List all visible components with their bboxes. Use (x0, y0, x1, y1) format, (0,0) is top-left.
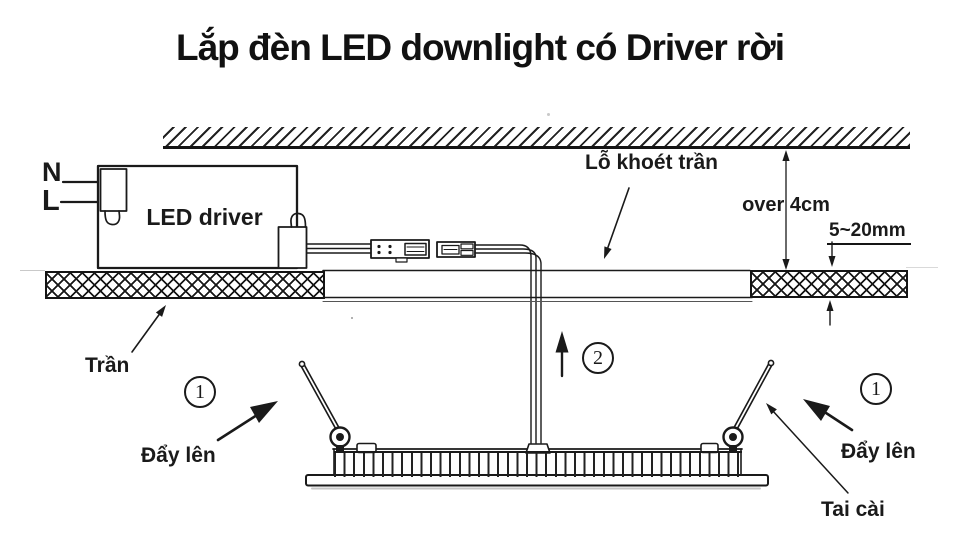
step-number: 1 (871, 377, 881, 400)
step-badge-1-left: 1 (184, 376, 216, 408)
driver-cable (307, 244, 371, 253)
step-number: 1 (195, 380, 205, 403)
ceiling-board-left (45, 271, 325, 299)
thickness-dimension-arrows (826, 242, 836, 325)
ceiling-hole-label: Lỗ khoét trần (585, 151, 719, 174)
downlight-fixture (333, 444, 742, 476)
heatsink-fins (334, 451, 742, 477)
step-number: 2 (593, 346, 603, 369)
spring-clip-pointer-arrow (766, 403, 848, 493)
page-title: Lắp đèn LED downlight có Driver rời (175, 27, 785, 68)
scan-artifact (20, 270, 45, 271)
push-up-label-right: Đẩy lên (841, 440, 916, 463)
connector-male (371, 240, 429, 262)
scan-artifact (547, 113, 550, 116)
push-up-label-left: Đẩy lên (141, 444, 216, 467)
wire-label-live: L (42, 185, 60, 217)
trim-flange (306, 475, 768, 489)
clearance-label: over 4cm (742, 194, 830, 216)
structure-slab-hatch (163, 127, 910, 149)
ceiling-label: Trần (85, 354, 130, 377)
ceiling-hole-lines (323, 271, 752, 302)
led-driver-label: LED driver (146, 203, 263, 230)
thickness-label: 5~20mm (827, 220, 911, 245)
ceiling-pointer-arrow (132, 305, 166, 352)
ceiling-board-right (750, 270, 908, 298)
connector-female (437, 242, 475, 257)
hole-pointer-arrow (604, 188, 629, 259)
step2-up-arrow (555, 331, 569, 376)
scan-artifact (351, 317, 353, 319)
spring-clip-label: Tai cài (821, 498, 885, 521)
lamp-cable (475, 245, 541, 443)
push-up-arrow-right (803, 399, 852, 430)
step-badge-1-right: 1 (860, 373, 892, 405)
step-badge-2: 2 (582, 342, 614, 374)
mains-wires (61, 182, 101, 202)
spring-clip-left (299, 361, 349, 451)
clearance-dimension-arrow (782, 150, 790, 270)
push-up-arrow-left (218, 401, 278, 440)
spring-clip-right (724, 360, 774, 451)
wire-label-neutral: N (42, 157, 62, 187)
led-driver-box (98, 166, 307, 268)
scan-artifact (906, 267, 938, 268)
